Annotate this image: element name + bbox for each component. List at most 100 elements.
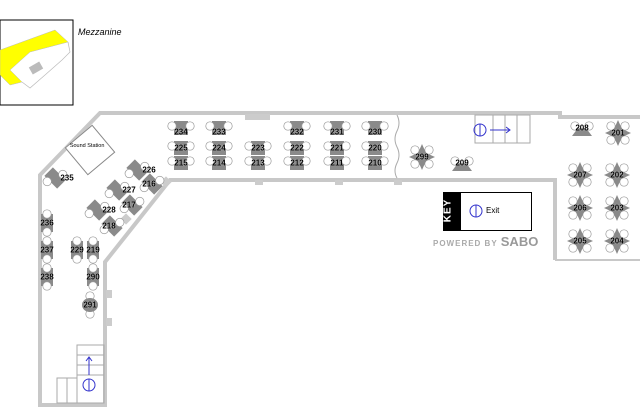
table-225[interactable] [167,141,195,155]
table-230[interactable] [361,121,389,135]
table-label[interactable]: 222 [290,143,304,153]
table-label[interactable]: 216 [142,179,156,189]
table-203[interactable] [604,195,630,221]
table-label[interactable]: 230 [368,127,382,137]
table-212[interactable] [283,156,311,170]
table-222[interactable] [283,141,311,155]
table-label[interactable]: 205 [573,236,587,246]
table-label[interactable]: 233 [212,127,226,137]
table-238[interactable] [41,263,53,291]
table-207[interactable] [567,162,593,188]
table-237[interactable] [41,236,53,264]
chair-icon [568,163,578,173]
table-label[interactable]: 220 [368,143,382,153]
table-label[interactable]: 206 [573,203,587,213]
table-label[interactable]: 234 [174,127,188,137]
chair-icon [223,141,233,151]
table-label[interactable]: 232 [290,127,304,137]
chair-icon [244,141,254,151]
table-label[interactable]: 209 [455,158,469,168]
table-231[interactable] [323,121,351,135]
table-226[interactable] [122,155,152,185]
table-label[interactable]: 212 [290,158,304,168]
table-label[interactable]: 299 [415,152,429,162]
table-label[interactable]: 225 [174,143,188,153]
table-label[interactable]: 235 [60,173,74,183]
table-label[interactable]: 210 [368,158,382,168]
table-291[interactable] [82,291,98,319]
table-label[interactable]: 215 [174,158,188,168]
table-label[interactable]: 228 [102,205,116,215]
table-220[interactable] [361,141,389,155]
table-216[interactable] [137,169,167,199]
table-229[interactable] [71,236,83,264]
table-label[interactable]: 213 [251,158,265,168]
chair-icon [244,156,254,166]
table-290[interactable] [87,263,99,291]
table-label[interactable]: 203 [610,203,624,213]
chair-icon [582,243,592,253]
powered-by: POWERED BY SABO [433,234,538,249]
table-label[interactable]: 224 [212,143,226,153]
table-label[interactable]: 226 [142,165,156,175]
table-label[interactable]: 218 [102,221,116,231]
table-201[interactable] [605,120,631,146]
table-210[interactable] [361,156,389,170]
chair-icon [323,121,333,131]
chair-icon [410,159,420,169]
table-215[interactable] [167,156,195,170]
table-label[interactable]: 211 [330,158,344,168]
table-label[interactable]: 208 [575,123,589,133]
chair-icon [619,229,629,239]
table-219[interactable] [87,236,99,264]
chair-icon [42,236,52,246]
chair-icon [620,121,630,131]
table-214[interactable] [205,156,233,170]
table-208[interactable] [570,121,594,136]
table-label[interactable]: 231 [330,127,344,137]
chair-icon [605,243,615,253]
table-label[interactable]: 290 [86,272,100,282]
chair-icon [605,210,615,220]
table-label[interactable]: 229 [70,245,84,255]
table-233[interactable] [205,121,233,135]
table-204[interactable] [604,228,630,254]
table-label[interactable]: 217 [122,200,136,210]
table-224[interactable] [205,141,233,155]
table-label[interactable]: 237 [40,245,54,255]
table-223[interactable] [244,141,272,155]
table-232[interactable] [283,121,311,135]
table-217[interactable] [117,190,147,220]
table-221[interactable] [323,141,351,155]
table-label[interactable]: 221 [330,143,344,153]
chair-icon [424,159,434,169]
table-label[interactable]: 227 [122,185,136,195]
table-236[interactable] [41,209,53,237]
table-label[interactable]: 202 [610,170,624,180]
table-227[interactable] [102,175,132,205]
table-label[interactable]: 238 [40,272,54,282]
table-218[interactable] [97,211,127,241]
table-label[interactable]: 207 [573,170,587,180]
table-209[interactable] [450,156,474,171]
table-label[interactable]: 219 [86,245,100,255]
table-234[interactable] [167,121,195,135]
table-213[interactable] [244,156,272,170]
table-label[interactable]: 236 [40,218,54,228]
exit-icon[interactable] [82,356,96,392]
chair-icon [262,141,272,151]
exit-icon[interactable] [473,123,511,137]
table-205[interactable] [567,228,593,254]
table-label[interactable]: 204 [610,236,624,246]
table-228[interactable] [82,195,112,225]
table-label[interactable]: 223 [251,143,265,153]
table-211[interactable] [323,156,351,170]
table-label[interactable]: 214 [212,158,226,168]
table-label[interactable]: 291 [83,300,97,310]
table-206[interactable] [567,195,593,221]
table-235[interactable] [40,163,70,193]
table-299[interactable] [409,144,435,170]
table-label[interactable]: 201 [611,128,625,138]
table-202[interactable] [604,162,630,188]
chair-icon [424,145,434,155]
